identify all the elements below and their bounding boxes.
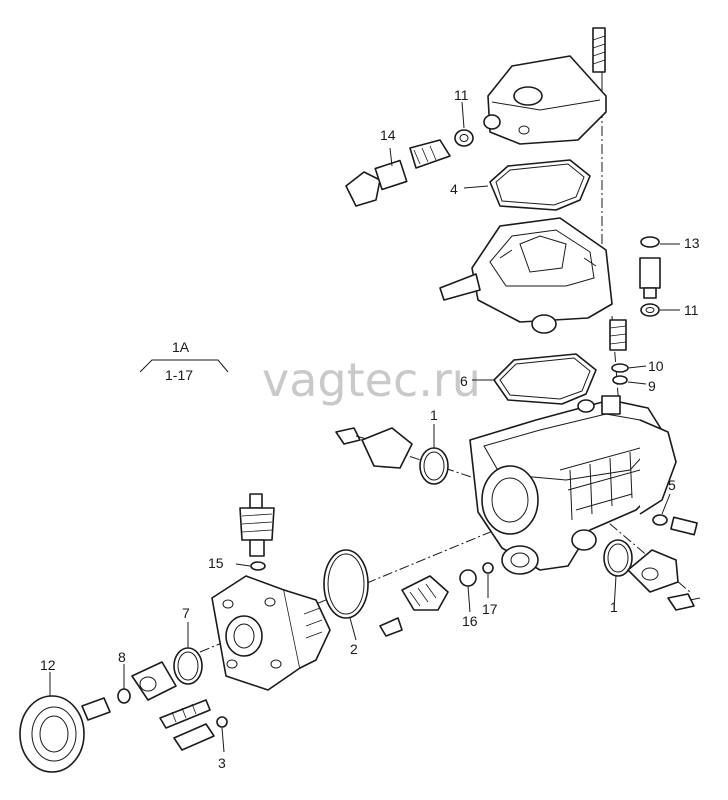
callout-11-upper: 11 xyxy=(454,87,469,103)
reference-bottom: 1-17 xyxy=(165,367,193,383)
callout-1-left: 1 xyxy=(430,407,438,423)
valve-stack-right xyxy=(639,236,661,317)
callout-10: 10 xyxy=(648,358,664,374)
top-cover xyxy=(483,27,607,145)
fitting-3 xyxy=(173,716,228,751)
cover-plate-left xyxy=(335,427,449,485)
leader-lines xyxy=(49,101,680,753)
bolt-5 xyxy=(652,514,698,536)
pump-body xyxy=(469,395,677,575)
shaft-seal-12 xyxy=(19,695,85,773)
washer-11-upper xyxy=(454,129,474,147)
callout-3: 3 xyxy=(218,755,226,771)
callout-11-lower: 11 xyxy=(684,302,699,318)
distributor-head xyxy=(211,575,331,691)
bolt-distributor xyxy=(159,699,211,729)
gasket-upper xyxy=(489,159,591,211)
watermark: vagtec.ru xyxy=(262,353,481,407)
callout-17: 17 xyxy=(482,601,498,617)
gasket-middle xyxy=(493,353,597,405)
callout-4: 4 xyxy=(450,181,458,197)
plug-8 xyxy=(81,661,177,721)
regulator-housing xyxy=(439,217,613,334)
fitting-10-9 xyxy=(609,319,629,385)
callout-13: 13 xyxy=(684,235,700,251)
fitting-14 xyxy=(345,139,451,207)
callout-16: 16 xyxy=(462,613,478,629)
callout-14: 14 xyxy=(380,127,396,143)
o-ring-2 xyxy=(323,549,369,619)
callout-8: 8 xyxy=(118,649,126,665)
callout-5: 5 xyxy=(668,477,676,493)
reference-top: 1A xyxy=(172,339,190,355)
callout-12: 12 xyxy=(40,657,56,673)
callout-9: 9 xyxy=(648,378,656,394)
callout-1-right: 1 xyxy=(610,599,618,615)
callout-15: 15 xyxy=(208,555,224,571)
cover-plate-right xyxy=(603,539,701,611)
sensor-15 xyxy=(239,493,275,571)
reference-bracket: 1A 1-17 xyxy=(139,339,229,383)
callout-7: 7 xyxy=(182,605,190,621)
callout-6: 6 xyxy=(460,373,468,389)
reference-bracket-line xyxy=(139,359,229,373)
callout-2: 2 xyxy=(350,641,358,657)
callout-labels: 11 14 4 13 11 10 9 6 1 5 1 17 16 2 15 7 … xyxy=(40,87,700,771)
